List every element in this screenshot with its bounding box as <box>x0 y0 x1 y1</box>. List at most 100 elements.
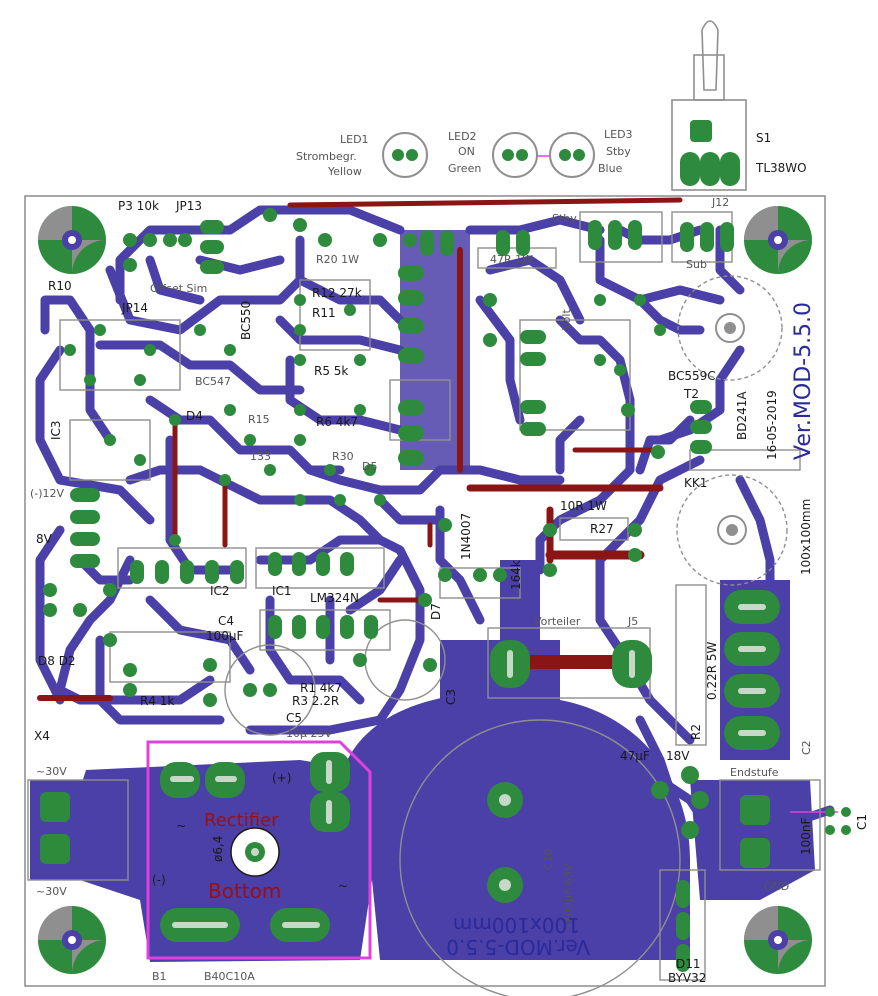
heatsink-hole-lower <box>717 515 747 545</box>
r5-label: R5 5k <box>314 364 348 378</box>
pad-slots <box>170 604 766 928</box>
d11-label: D11 <box>676 957 701 971</box>
heatsink-hole-upper <box>715 313 745 343</box>
bc559-label: BC559C <box>668 369 716 383</box>
version-label-bottom: Ver.MOD-5.5.0 <box>446 935 590 959</box>
s133-label: 133 <box>250 450 271 463</box>
d5-label: D5 <box>362 460 377 473</box>
r6-label: R6 4k7 <box>316 415 358 429</box>
terminal-pad <box>740 838 770 868</box>
r20-label: R20 1W <box>316 253 359 266</box>
bd241-label: BD241A <box>735 391 749 440</box>
c4v-label: 100µF <box>206 629 244 643</box>
switch-s1-footprint <box>671 20 747 191</box>
v30b-label: ~30V <box>36 885 67 898</box>
vorteiler-label: Vorteiler <box>534 615 581 628</box>
ic1-label: IC1 <box>272 584 292 598</box>
plus-label: (+) <box>272 771 291 785</box>
led3-name-label: LED3 <box>604 128 633 141</box>
d11v-label: BYV32 <box>668 971 706 985</box>
minus-label: (-) <box>152 873 166 887</box>
t2-label: T2 <box>683 387 699 401</box>
c1v-label: 100nF <box>799 817 813 855</box>
c4-label: C4 <box>218 614 234 628</box>
ic3-label: IC3 <box>49 420 63 440</box>
size-label-right: 100x100mm <box>799 499 813 575</box>
r12-label: R12 27k <box>312 286 362 300</box>
mirrored-version-text: Ver.MOD-5.5.0 100x100mm <box>446 913 590 959</box>
c5-label: C5 <box>286 711 302 725</box>
led-footprints <box>382 132 595 178</box>
sub-label: Sub <box>686 258 707 271</box>
tilde-right-label: ~ <box>338 879 348 893</box>
silkscreen-labels: LED1 Strombegr. Yellow LED2 ON Green LED… <box>30 128 869 985</box>
r27v-label: 10R 1W <box>560 499 607 513</box>
r30-label: R30 <box>332 450 354 463</box>
d8-label: D8 D2 <box>38 654 76 668</box>
endstufe-label: Endstufe <box>730 766 779 779</box>
hole-size-label: ø6,4 <box>211 836 225 862</box>
offset-label: Offset Sim <box>150 282 207 295</box>
gnd-label: GND <box>764 880 789 893</box>
c5v-label: 10µ 25V <box>286 727 332 740</box>
copper-bottom-layer <box>30 230 815 962</box>
zvolt-label: 8V <box>36 532 53 546</box>
b40-label: B40C10A <box>204 970 255 983</box>
mount-hole-bottom-right <box>744 906 812 974</box>
jp14-label: JP14 <box>121 301 148 315</box>
d7-label: D7 <box>429 603 443 620</box>
lm324-label: LM324N <box>310 591 359 605</box>
size-label-bottom: 100x100mm <box>453 913 580 937</box>
r10-label: R10 <box>48 279 72 293</box>
stby-label: Stby <box>552 212 577 225</box>
led1-name-label: LED1 <box>340 133 369 146</box>
rectifier-outline <box>146 740 372 960</box>
pads-small <box>43 120 851 972</box>
terminal-pad <box>40 792 70 822</box>
r11-label: R11 <box>312 306 336 320</box>
r15-label: R15 <box>248 413 270 426</box>
led3-color-label: Blue <box>598 162 623 175</box>
date-label-right: 16-05-2019 <box>765 390 779 460</box>
ic2-label: IC2 <box>210 584 230 598</box>
silkscreen-layer <box>27 211 821 996</box>
tilde-left-label: ~ <box>176 819 186 833</box>
q1-label: R1 4k7 <box>300 681 342 695</box>
terminal-pad <box>740 795 770 825</box>
q2-label: R3 2.2R <box>292 694 339 708</box>
r40-label: R4 1k <box>140 694 174 708</box>
copper-top-traces <box>37 197 683 701</box>
d4-label: D4 <box>186 409 203 423</box>
rectifier-label: Rectifier <box>204 810 279 831</box>
kk1-label: KK1 <box>684 476 707 490</box>
r24-label: 47R 1W <box>490 253 533 266</box>
terminal-pad <box>40 834 70 864</box>
switch-name-label: S1 <box>756 131 771 145</box>
rectifier-mount-hole <box>230 827 280 877</box>
v30a-label: ~30V <box>36 765 67 778</box>
x4-label: X4 <box>34 729 50 743</box>
c10v-label: 4700µF 63V <box>562 863 575 930</box>
c10-label: C10 <box>542 848 555 870</box>
mount-hole-top-right <box>744 206 812 274</box>
bottom-label: Bottom <box>208 879 281 903</box>
r2-label: R2 <box>689 724 703 740</box>
led2-desc-label: ON <box>458 145 475 158</box>
r164-label: 164k <box>509 560 523 590</box>
r27-label: R27 <box>590 522 614 536</box>
version-label-right: Ver.MOD-5.5.0 <box>791 302 816 460</box>
c2-label: C2 <box>800 740 813 755</box>
bc547-label: BC547 <box>195 375 231 388</box>
mounting-holes <box>38 206 812 974</box>
c2v-label: 47µF <box>620 749 650 763</box>
led1-color-label: Yellow <box>327 165 362 178</box>
j12-label: J12 <box>711 196 729 209</box>
mount-hole-bottom-left <box>38 906 106 974</box>
p3-label: P3 10k <box>118 199 159 213</box>
c3-label: C3 <box>444 689 458 705</box>
bc550-label: BC550 <box>239 301 253 340</box>
led2-color-label: Green <box>448 162 481 175</box>
b1-label: B1 <box>152 970 167 983</box>
led2-name-label: LED2 <box>448 130 477 143</box>
